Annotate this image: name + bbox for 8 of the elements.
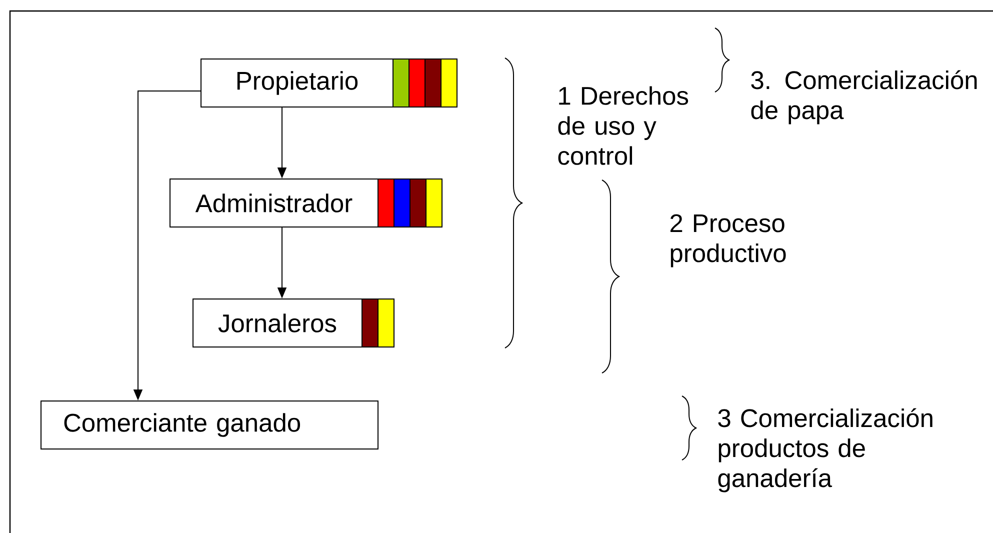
brace-label: 2 Proceso productivo — [670, 214, 786, 268]
brace-label: 3. Comercialización de papa — [751, 70, 977, 124]
process-box: Comerciante ganado — [40, 400, 378, 450]
brace-label: 3 Comercialización productos de ganadería — [718, 408, 932, 492]
process-box: Jornaleros — [192, 298, 362, 348]
process-box: Propietario — [200, 58, 394, 108]
process-box: Administrador — [170, 178, 378, 228]
brace-label: 1 Derechos de uso y control — [558, 86, 688, 165]
